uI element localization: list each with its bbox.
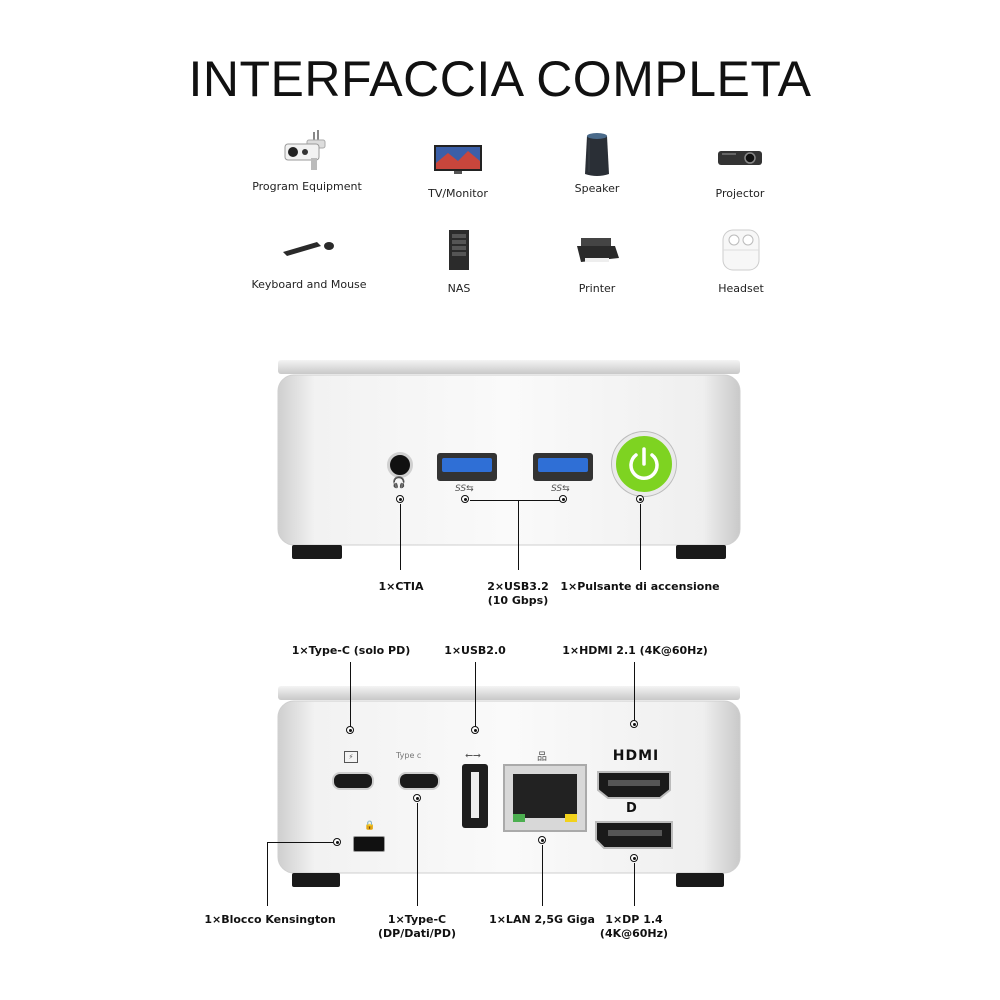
ctia-audio-jack[interactable] — [387, 452, 413, 478]
power-icon — [629, 447, 659, 480]
device-printer: Printer — [517, 228, 677, 295]
network-icon: 品 — [537, 752, 547, 763]
typec-dp-label-line2: (DP/Dati/PD) — [377, 927, 457, 940]
device-tv-monitor: TV/Monitor — [378, 135, 538, 200]
device-label: Headset — [718, 282, 764, 295]
callout-dot — [413, 794, 421, 802]
callout-dot — [346, 726, 354, 734]
dp-label-line1: 1×DP 1.4 — [605, 913, 663, 926]
device-label: Printer — [578, 282, 616, 295]
device-label: NAS — [447, 282, 471, 295]
front-foot-left — [292, 545, 342, 559]
device-label: Speaker — [574, 182, 620, 195]
typec-pd-label: 1×Type-C (solo PD) — [291, 644, 411, 657]
callout-line — [542, 845, 543, 906]
device-projector: Projector — [660, 135, 820, 200]
front-foot-right — [676, 545, 726, 559]
device-label: TV/Monitor — [428, 187, 488, 200]
displayport-logo: D — [626, 801, 637, 816]
device-label: Keyboard and Mouse — [251, 278, 367, 291]
device-label: Projector — [715, 187, 765, 200]
usb32-port-2[interactable] — [533, 453, 593, 481]
callout-line — [400, 504, 401, 570]
callout-line — [634, 662, 635, 722]
usb32-port-1[interactable] — [437, 453, 497, 481]
typec-dp-label: 1×Type-C (DP/Dati/PD) — [372, 913, 462, 941]
usb-ss-icon: SS⇆ — [551, 484, 570, 494]
callout-line — [267, 842, 333, 843]
page-title: INTERFACCIA COMPLETA — [188, 51, 812, 107]
usb20-label: 1×USB2.0 — [444, 644, 506, 657]
kensington-slot[interactable] — [353, 836, 385, 852]
tv-monitor-icon — [428, 135, 488, 181]
lock-icon: 🔒 — [364, 821, 376, 831]
printer-icon — [567, 228, 627, 276]
ctia-label: 1×CTIA — [378, 580, 424, 593]
lan-port[interactable] — [503, 764, 587, 832]
callout-line — [518, 500, 519, 570]
callout-line — [475, 662, 476, 728]
callout-line — [267, 842, 268, 906]
smart-speaker-icon — [567, 130, 627, 176]
hdmi-logo: HDMI — [612, 748, 660, 764]
device-keyboard-mouse: Keyboard and Mouse — [229, 226, 389, 291]
hdmi-label: 1×HDMI 2.1 (4K@60Hz) — [562, 644, 708, 657]
callout-line — [470, 500, 560, 501]
nas-icon — [429, 226, 489, 276]
callout-dot — [559, 495, 567, 503]
power-button[interactable] — [612, 432, 676, 496]
callout-line — [634, 863, 635, 906]
callout-dot — [630, 720, 638, 728]
callout-dot — [630, 854, 638, 862]
earbuds-icon — [711, 226, 771, 276]
usb-ss-icon: SS⇆ — [455, 484, 474, 494]
usb32-label: 2×USB3.2 (10 Gbps) — [468, 580, 568, 608]
callout-line — [350, 662, 351, 728]
callout-dot — [538, 836, 546, 844]
lightning-icon: ⚡ — [344, 751, 358, 763]
hdmi-port[interactable] — [596, 770, 672, 800]
callout-dot — [396, 495, 404, 503]
security-camera-icon — [277, 128, 337, 174]
usb32-label-line1: 2×USB3.2 — [487, 580, 549, 593]
device-nas: NAS — [379, 226, 539, 295]
device-label: Program Equipment — [252, 180, 362, 193]
dp-port[interactable] — [594, 820, 674, 850]
callout-line — [417, 803, 418, 906]
lan-label: 1×LAN 2,5G Giga — [489, 913, 595, 926]
typec-dp-port[interactable] — [398, 772, 440, 790]
back-foot-right — [676, 873, 724, 887]
usb-icon: ⭠⭢ — [465, 750, 481, 761]
dp-label: 1×DP 1.4 (4K@60Hz) — [594, 913, 674, 941]
callout-dot — [636, 495, 644, 503]
typec-port-caption: Type c — [396, 751, 422, 760]
power-label: 1×Pulsante di accensione — [560, 580, 720, 593]
usb32-label-line2: (10 Gbps) — [487, 594, 549, 607]
callout-dot — [471, 726, 479, 734]
back-foot-left — [292, 873, 340, 887]
typec-dp-label-line1: 1×Type-C — [387, 913, 447, 926]
device-speaker: Speaker — [517, 130, 677, 195]
headphone-icon: 🎧 — [392, 476, 406, 489]
callout-dot — [333, 838, 341, 846]
callout-dot — [461, 495, 469, 503]
dp-label-line2: (4K@60Hz) — [599, 927, 669, 940]
usb20-port[interactable] — [462, 764, 488, 828]
typec-pd-port[interactable] — [332, 772, 374, 790]
kensington-label: 1×Blocco Kensington — [204, 913, 336, 926]
keyboard-mouse-icon — [279, 226, 339, 272]
projector-icon — [710, 135, 770, 181]
callout-line — [640, 504, 641, 570]
device-headset: Headset — [661, 226, 821, 295]
device-program-equipment: Program Equipment — [227, 128, 387, 193]
